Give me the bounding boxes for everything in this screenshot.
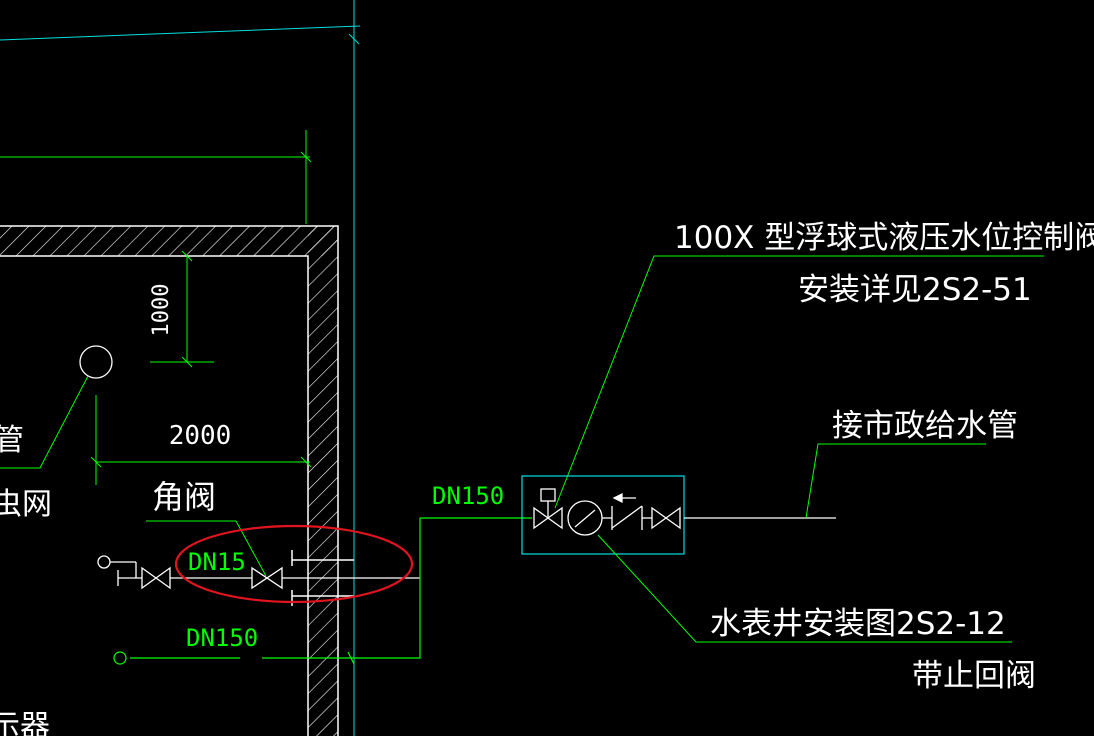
dn150-upper-label: DN150 — [432, 482, 504, 510]
float-ball-leader — [0, 375, 89, 469]
partial-label-chongwang: 虫网 — [0, 487, 52, 522]
dimension-top — [0, 130, 312, 224]
highlight-ellipse — [174, 524, 414, 604]
meter-well-label: 水表井安装图2S2-12 — [710, 606, 1006, 642]
angle-valve-leader — [146, 520, 267, 577]
dn15-label: DN15 — [188, 548, 246, 576]
angle-valve-label: 角阀 — [152, 478, 216, 516]
tank-wall — [0, 225, 339, 736]
dimension-2000-label: 2000 — [169, 421, 232, 451]
wall-sleeve — [291, 550, 354, 606]
dn150-lower-label: DN150 — [186, 624, 258, 652]
valve-install-label: 安装详见2S2-51 — [798, 272, 1032, 308]
dn15-pipe — [97, 555, 420, 590]
right-leaders — [554, 255, 1044, 643]
dn150-supply-pipe — [113, 517, 532, 665]
dimension-1000-label: 1000 — [149, 284, 174, 337]
dimension-1000 — [150, 250, 214, 368]
partial-label-guan: 管 — [0, 423, 24, 458]
meter-well-box — [521, 475, 836, 555]
check-valve-label: 带止回阀 — [912, 658, 1036, 694]
float-ball — [79, 345, 113, 379]
partial-label-shiqi: 示器 — [0, 709, 50, 736]
municipal-pipe-label: 接市政给水管 — [832, 408, 1018, 444]
dimension-2000 — [90, 395, 312, 485]
valve-type-label: 100X 型浮球式液压水位控制阀 — [674, 220, 1094, 256]
axis-lines — [0, 0, 361, 736]
